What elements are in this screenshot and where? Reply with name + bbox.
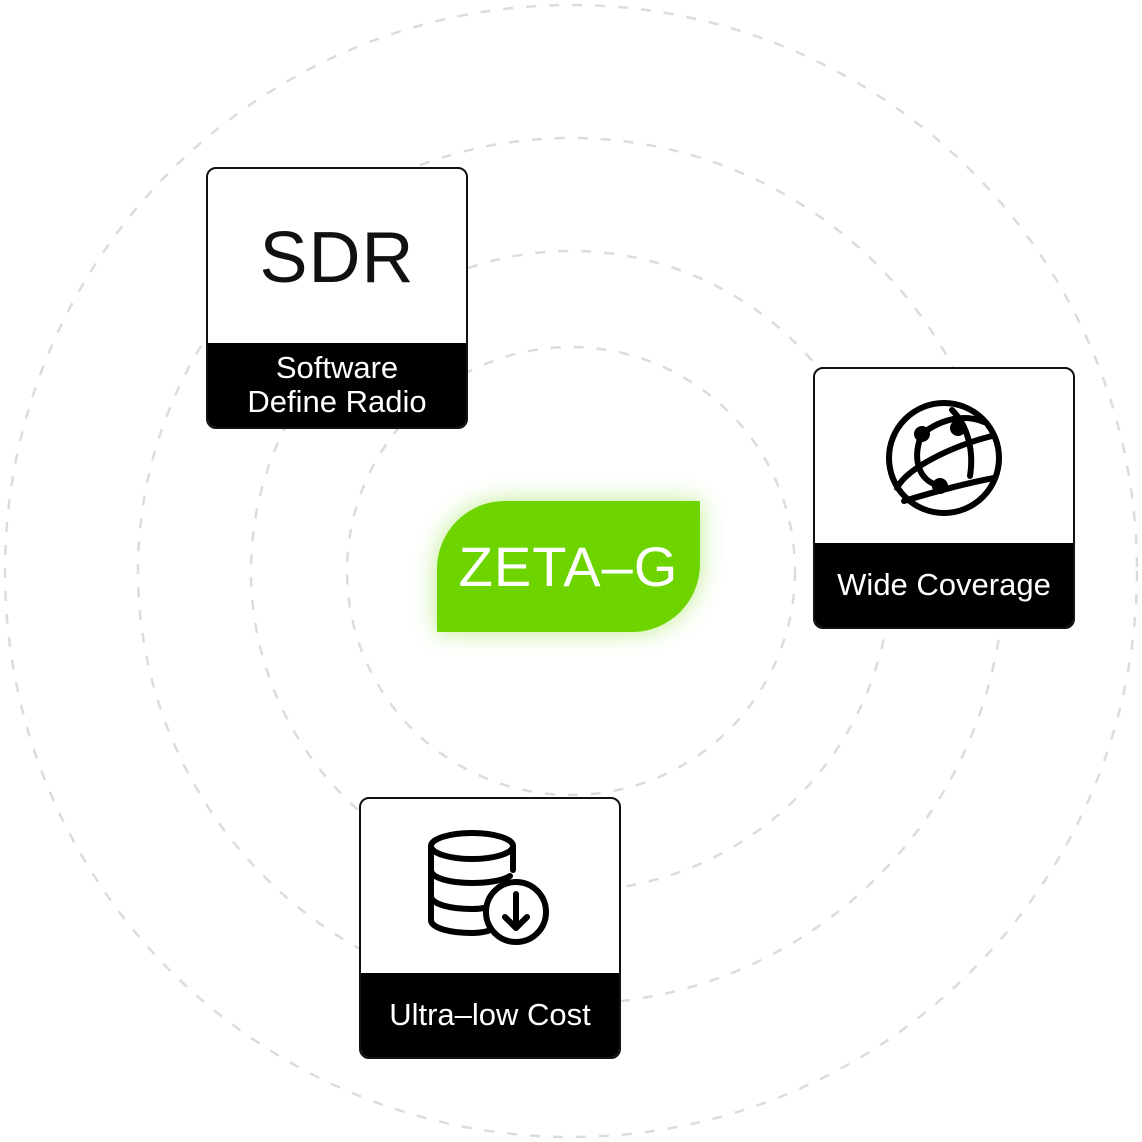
ultra-low-cost-label: Ultra–low Cost bbox=[389, 997, 591, 1032]
sdr-title: SDR bbox=[259, 218, 415, 298]
database-download-icon bbox=[428, 830, 549, 945]
zeta-g-label: ZETA–G bbox=[458, 535, 679, 598]
sdr-caption-line2: Define Radio bbox=[247, 384, 427, 419]
sdr-card: SDR Software Define Radio bbox=[206, 167, 468, 429]
wide-coverage-card-top bbox=[815, 369, 1073, 547]
ultra-low-cost-card: Ultra–low Cost bbox=[359, 797, 621, 1059]
ultra-low-cost-caption: Ultra–low Cost bbox=[361, 973, 619, 1057]
sdr-caption-line1: Software bbox=[275, 350, 399, 385]
wide-coverage-card: Wide Coverage bbox=[813, 367, 1075, 629]
wide-coverage-label: Wide Coverage bbox=[837, 567, 1051, 602]
wide-coverage-caption: Wide Coverage bbox=[815, 543, 1073, 627]
zeta-g-badge: ZETA–G bbox=[437, 501, 700, 632]
sdr-card-top: SDR bbox=[208, 169, 466, 347]
ring-outer bbox=[3, 3, 1139, 1139]
ultra-low-cost-card-top bbox=[361, 799, 619, 977]
sdr-caption: Software Define Radio bbox=[208, 343, 466, 427]
globe-network-icon bbox=[886, 400, 1002, 516]
ring-inner bbox=[345, 345, 797, 797]
